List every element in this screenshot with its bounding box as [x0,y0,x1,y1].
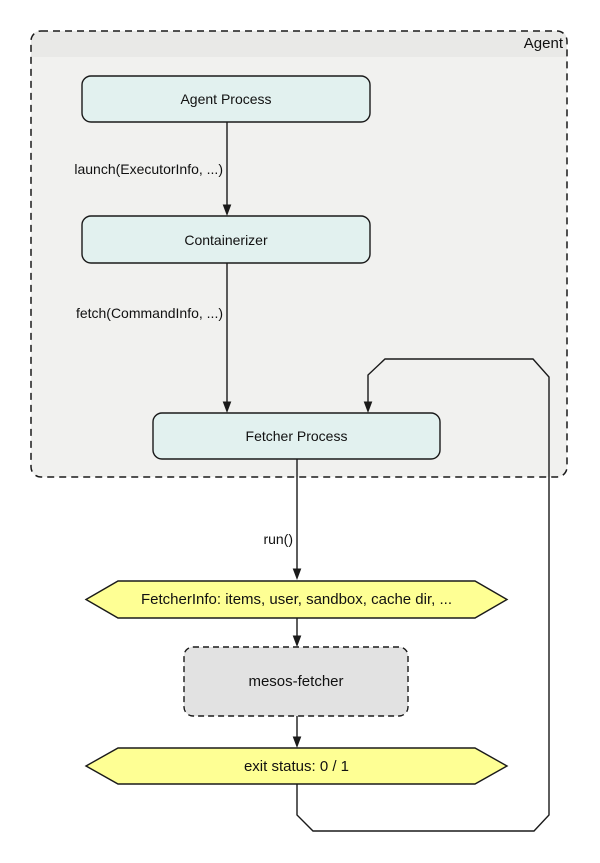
fetch-arrowhead [222,401,232,413]
feedback-arrowhead [363,401,373,413]
agent-container-title-band [31,31,567,57]
agent-process-node [81,75,371,123]
fetcher-process-node [152,412,441,460]
exit-status-node [84,747,509,785]
run-arrowhead [292,568,302,580]
agent-container-border [30,30,568,478]
edge-feedback-loop [296,358,550,832]
mesosfetcher-arrowhead [292,635,302,647]
exitstatus-arrowhead [292,736,302,748]
launch-arrowhead [222,204,232,216]
containerizer-node [81,215,371,264]
fetcherinfo-node [84,580,509,619]
mesos-fetcher-node [183,646,409,717]
